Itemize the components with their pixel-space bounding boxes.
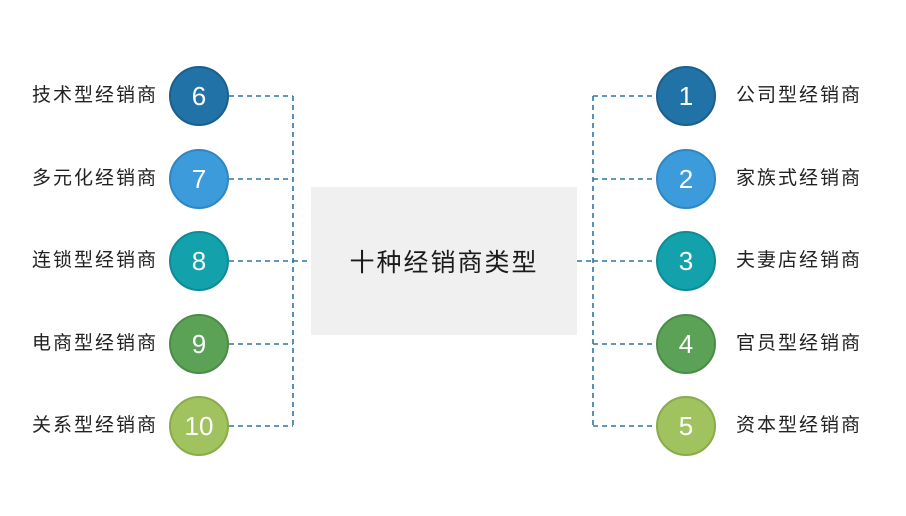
item-label-4: 官员型经销商	[736, 333, 863, 354]
item-circle-2[interactable]: 2	[656, 149, 716, 209]
item-circle-4[interactable]: 4	[656, 314, 716, 374]
item-number: 8	[191, 246, 207, 276]
item-number: 4	[678, 329, 694, 359]
diagram-title: 十种经销商类型	[349, 249, 539, 277]
item-number: 2	[678, 164, 694, 194]
item-label-3: 夫妻店经销商	[736, 250, 863, 271]
item-label-2: 家族式经销商	[736, 168, 863, 189]
item-number: 6	[191, 81, 207, 111]
item-circle-8[interactable]: 8	[169, 231, 229, 291]
item-number: 10	[184, 411, 214, 441]
item-circle-6[interactable]: 6	[169, 66, 229, 126]
item-number: 7	[191, 164, 207, 194]
center-box[interactable]: 十种经销商类型	[311, 187, 577, 335]
item-label-5: 资本型经销商	[736, 415, 863, 436]
item-label-1: 公司型经销商	[736, 85, 863, 106]
item-circle-1[interactable]: 1	[656, 66, 716, 126]
item-label-10: 关系型经销商	[31, 415, 158, 436]
item-number: 9	[191, 329, 207, 359]
item-circle-5[interactable]: 5	[656, 396, 716, 456]
item-number: 3	[678, 246, 694, 276]
item-label-9: 电商型经销商	[31, 333, 158, 354]
item-number: 5	[678, 411, 694, 441]
item-label-8: 连锁型经销商	[31, 250, 158, 271]
item-circle-7[interactable]: 7	[169, 149, 229, 209]
item-circle-10[interactable]: 10	[169, 396, 229, 456]
item-circle-3[interactable]: 3	[656, 231, 716, 291]
item-label-6: 技术型经销商	[31, 85, 158, 106]
item-label-7: 多元化经销商	[31, 168, 158, 189]
item-circle-9[interactable]: 9	[169, 314, 229, 374]
item-number: 1	[678, 81, 694, 111]
